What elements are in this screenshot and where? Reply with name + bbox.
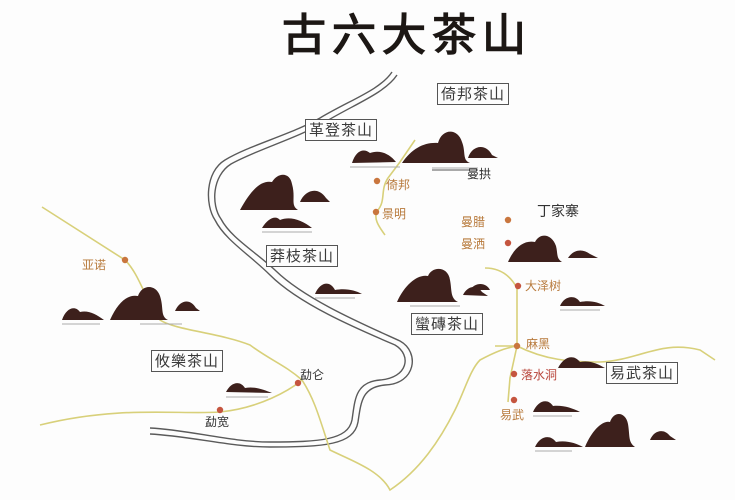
region-label-yibang: 倚邦茶山 xyxy=(437,83,510,105)
place-mengkuan: 勐宽 xyxy=(205,415,230,429)
region-label-yiwu: 易武茶山 xyxy=(606,362,679,384)
place-dingjiazhai: 丁家寨 xyxy=(537,204,579,220)
place-luoshuidong: 落水洞 xyxy=(521,368,558,382)
region-label-youle: 攸樂茶山 xyxy=(151,350,224,372)
place-yibang: 倚邦 xyxy=(386,178,411,192)
place-mangsa: 曼洒 xyxy=(461,237,486,251)
region-label-gedeng: 革登茶山 xyxy=(305,119,378,141)
place-dazeshu: 大泽树 xyxy=(525,279,562,293)
place-yiwu: 易武 xyxy=(500,408,525,422)
map-title: 古六大茶山 xyxy=(282,10,532,61)
place-yanuo: 亚诺 xyxy=(82,258,107,272)
place-jingming: 景明 xyxy=(382,207,407,221)
region-label-manzhuan: 蠻磚茶山 xyxy=(411,313,484,335)
place-mahei: 麻黑 xyxy=(526,337,551,351)
river-road xyxy=(149,71,413,448)
mountain-ground-lines xyxy=(62,166,600,452)
place-manggong: 曼拱 xyxy=(467,167,492,181)
place-mangla: 曼腊 xyxy=(461,215,486,229)
region-label-mangzhi: 莽枝茶山 xyxy=(266,245,339,267)
place-menglun: 勐仑 xyxy=(300,368,325,382)
place-dots xyxy=(121,177,522,414)
mountains xyxy=(62,131,676,447)
